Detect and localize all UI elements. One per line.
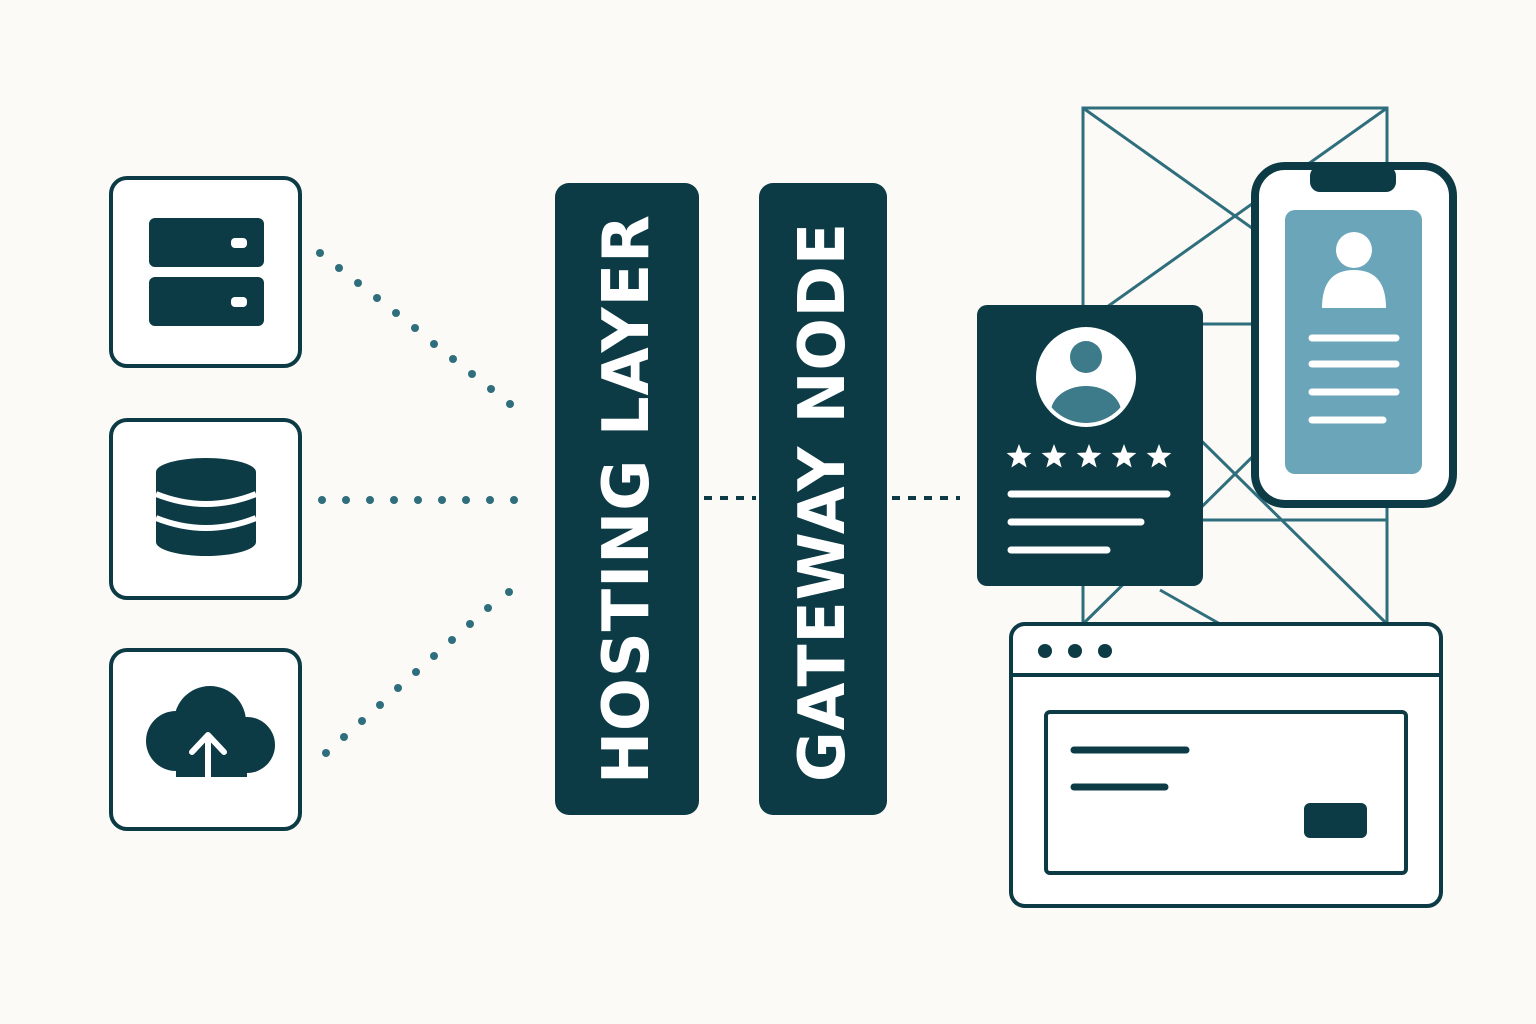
mobile-phone xyxy=(1251,162,1457,508)
connector-server xyxy=(316,249,514,408)
browser-window xyxy=(1009,622,1443,908)
star-icon xyxy=(1111,444,1137,468)
phone-text-lines xyxy=(1308,334,1400,424)
source-server-box xyxy=(109,176,302,368)
user-profile-icon xyxy=(1322,232,1386,308)
connector-cloud xyxy=(322,588,513,757)
source-database-box xyxy=(109,418,302,600)
phone-notch xyxy=(1310,166,1396,192)
user-avatar-icon xyxy=(1036,327,1136,427)
phone-screen xyxy=(1285,210,1422,474)
database-icon xyxy=(154,458,258,556)
star-icon xyxy=(1146,444,1172,468)
review-card xyxy=(977,305,1203,586)
rating-stars xyxy=(1006,444,1172,468)
hosting-layer-label: HOSTING LAYER xyxy=(590,214,664,784)
gateway-node-label: GATEWAY NODE xyxy=(786,222,860,782)
connector-database xyxy=(318,496,518,504)
cloud-upload-icon xyxy=(146,686,275,781)
source-cloud-box xyxy=(109,648,302,831)
server-icon xyxy=(149,218,264,326)
review-text-lines xyxy=(1007,490,1171,554)
hosting-layer-pillar: HOSTING LAYER xyxy=(555,183,699,815)
star-icon xyxy=(1006,444,1032,468)
star-icon xyxy=(1076,444,1102,468)
star-icon xyxy=(1041,444,1067,468)
browser-content-panel xyxy=(1044,710,1408,875)
browser-text-lines xyxy=(1070,746,1190,791)
gateway-node-pillar: GATEWAY NODE xyxy=(759,183,887,815)
browser-action-button[interactable] xyxy=(1304,803,1367,838)
browser-window-dots xyxy=(1038,644,1112,658)
